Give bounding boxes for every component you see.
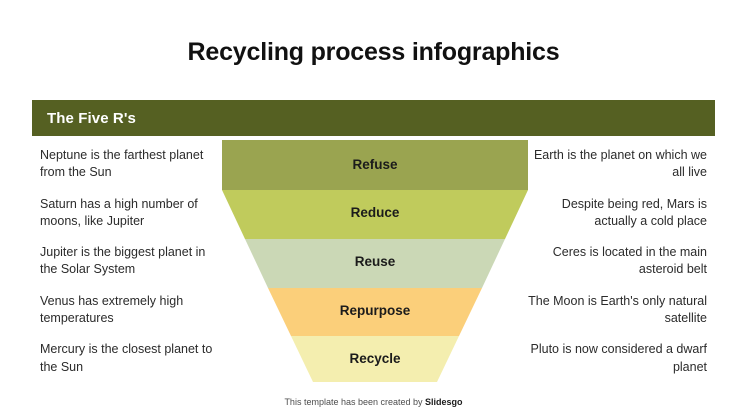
left-description-2: Jupiter is the biggest planet in the Sol… — [40, 245, 206, 277]
section-header-bar: The Five R's — [32, 100, 715, 136]
right-description-3: The Moon is Earth's only natural satelli… — [528, 293, 707, 326]
right-description-column: Earth is the planet on which we all live… — [527, 140, 707, 383]
funnel-label-recycle: Recycle — [349, 351, 401, 367]
left-description-0: Neptune is the farthest planet from the … — [40, 148, 204, 180]
footer-credit-text: This template has been created by — [284, 397, 426, 407]
right-description-0: Earth is the planet on which we all live — [533, 148, 707, 180]
left-description-column: Neptune is the farthest planet from the … — [40, 140, 220, 383]
right-description-4: Pluto is now considered a dwarf planet — [530, 342, 707, 374]
funnel-svg — [222, 140, 528, 382]
funnel-infographic: Neptune is the farthest planet from the … — [0, 140, 747, 383]
funnel-segment-recycle — [291, 336, 459, 382]
funnel-label-repurpose: Repurpose — [339, 302, 411, 318]
right-description-1: Despite being red, Mars is actually a co… — [561, 196, 707, 228]
funnel-label-reuse: Reuse — [354, 253, 396, 269]
funnel-segment-reduce — [222, 190, 528, 239]
funnel-label-refuse: Refuse — [352, 156, 398, 172]
page-title: Recycling process infographics — [187, 38, 560, 66]
left-description-3: Venus has extremely high temperatures — [40, 293, 184, 326]
funnel-segment-repurpose — [268, 288, 482, 336]
footer-credit: This template has been created by Slides… — [0, 397, 747, 407]
right-description-2: Ceres is located in the main asteroid be… — [552, 245, 707, 277]
funnel-label-stack: Refuse Reduce Reuse Repurpose Recycle — [215, 140, 535, 383]
funnel-segment-reuse — [245, 239, 505, 288]
left-description-4: Mercury is the closest planet to the Sun — [40, 342, 213, 374]
left-description-1: Saturn has a high number of moons, like … — [40, 196, 198, 228]
footer-brand-name: Slidesgo — [425, 397, 463, 407]
section-header-label: The Five R's — [47, 109, 136, 127]
funnel-segment-refuse — [222, 140, 528, 190]
funnel-label-reduce: Reduce — [350, 205, 400, 221]
funnel-graphic: Refuse Reduce Reuse Repurpose Recycle — [215, 140, 535, 383]
